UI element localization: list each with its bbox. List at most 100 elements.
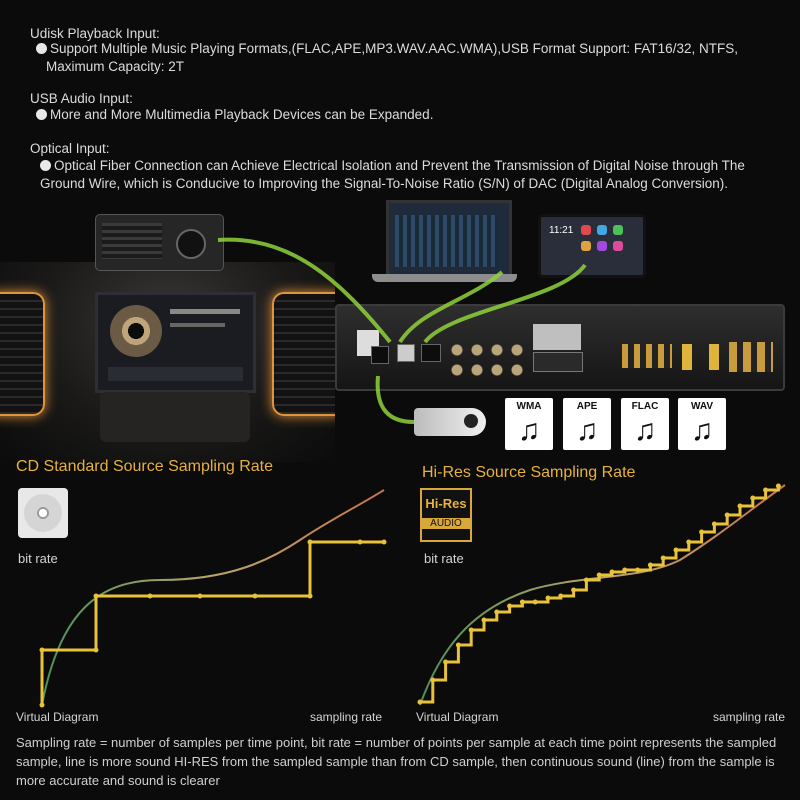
sample-point xyxy=(558,593,564,599)
cd-xlabel: sampling rate xyxy=(310,710,383,724)
hires-ylabel: bit rate xyxy=(424,551,464,566)
speaker-terminals xyxy=(622,344,672,368)
usb-audio-heading: USB Audio Input: xyxy=(30,91,133,106)
remote-display xyxy=(102,223,162,259)
sample-point xyxy=(673,547,679,553)
sample-point xyxy=(737,503,743,509)
format-label: WAV xyxy=(690,401,714,412)
music-note-icon: ♫ xyxy=(690,414,714,447)
sample-point xyxy=(532,599,538,605)
sample-point xyxy=(647,562,653,568)
format-icon-flac: FLAC ♫ xyxy=(621,398,669,450)
sample-step-line xyxy=(420,486,780,704)
usb-flash-drive-image xyxy=(414,408,486,436)
sample-point xyxy=(596,572,602,578)
music-note-icon: ♫ xyxy=(633,414,657,447)
power-terminals xyxy=(729,342,773,372)
cd-sample-steps xyxy=(39,539,387,708)
usb-audio-line1: More and More Multimedia Playback Device… xyxy=(50,107,434,122)
sample-point xyxy=(481,617,487,623)
sample-point xyxy=(39,702,45,708)
bullet-icon xyxy=(36,43,47,54)
hires-logo-line2: AUDIO xyxy=(422,518,470,529)
app-icon xyxy=(581,241,591,251)
sample-point xyxy=(417,699,423,705)
hi-res-audio-icon: Hi-Res AUDIO xyxy=(420,488,472,542)
sample-point xyxy=(430,677,436,683)
app-icon xyxy=(597,225,607,235)
amplifier-image xyxy=(335,304,785,391)
sample-point xyxy=(583,577,589,583)
footer-text: Sampling rate = number of samples per ti… xyxy=(16,733,786,790)
left-air-vent xyxy=(0,292,45,416)
app-icon xyxy=(581,225,591,235)
format-icon-wav: WAV ♫ xyxy=(678,398,726,450)
udisk-bullet: Support Multiple Music Playing Formats,(… xyxy=(36,40,738,58)
optical-port xyxy=(421,344,441,362)
sample-point xyxy=(545,595,551,601)
hires-sample-steps xyxy=(417,483,781,705)
footer-line2: sample, line is more sound HI-RES from t… xyxy=(16,754,775,769)
sampling-diagrams xyxy=(39,483,786,708)
tablet-image: 11:21 xyxy=(538,214,646,278)
sample-point xyxy=(147,593,153,599)
usb-audio-bullet: More and More Multimedia Playback Device… xyxy=(36,106,433,124)
sample-point xyxy=(724,512,730,518)
sample-point xyxy=(571,587,577,593)
car-dashboard-image xyxy=(0,262,335,462)
sample-point xyxy=(622,567,628,573)
sample-step-line xyxy=(40,540,384,705)
hires-analog-curve xyxy=(419,484,786,706)
sample-point xyxy=(252,593,258,599)
format-label: WMA xyxy=(516,401,542,412)
bullet-icon xyxy=(40,160,51,171)
sample-point xyxy=(443,659,449,665)
sample-point xyxy=(381,539,387,545)
cable-laptop xyxy=(398,270,504,344)
sample-point xyxy=(93,593,99,599)
cd-disc-icon xyxy=(18,488,68,538)
udisk-heading: Udisk Playback Input: xyxy=(30,26,160,41)
track-artist-line xyxy=(170,323,225,327)
sample-point xyxy=(660,555,666,561)
sample-point xyxy=(39,647,45,653)
optical-bullet: Optical Fiber Connection can Achieve Ele… xyxy=(40,157,745,175)
sample-point xyxy=(307,593,313,599)
sample-point xyxy=(750,495,756,501)
fuse xyxy=(709,344,719,370)
footer-line3: more accurate and sound is clearer xyxy=(16,773,220,788)
cd-analog-curve xyxy=(41,489,385,706)
sample-point xyxy=(763,487,769,493)
sample-point xyxy=(468,627,474,633)
channel-label-plate xyxy=(533,324,581,350)
sample-point xyxy=(686,539,692,545)
app-icon xyxy=(597,241,607,251)
cable-remote xyxy=(217,237,392,344)
sample-point xyxy=(494,609,500,615)
music-note-icon: ♫ xyxy=(575,414,599,447)
sample-point xyxy=(507,603,513,609)
bullet-icon xyxy=(36,109,47,120)
sample-point xyxy=(307,539,313,545)
sample-point xyxy=(197,593,203,599)
volume-knob-icon xyxy=(176,229,206,259)
sample-point xyxy=(775,483,781,489)
sample-point xyxy=(93,647,99,653)
keyring-hole xyxy=(464,414,478,428)
app-icon xyxy=(613,241,623,251)
cd-ylabel: bit rate xyxy=(18,551,58,566)
format-label: FLAC xyxy=(631,401,659,412)
hires-xlabel: sampling rate xyxy=(713,710,786,724)
sample-point xyxy=(455,642,461,648)
sample-point xyxy=(635,567,641,573)
sample-point xyxy=(357,539,363,545)
sample-point xyxy=(699,529,705,535)
rca-jacks xyxy=(449,342,529,380)
format-icon-wma: WMA ♫ xyxy=(505,398,553,450)
album-disc-icon xyxy=(110,305,162,357)
connector-block xyxy=(533,352,583,372)
music-note-icon: ♫ xyxy=(517,414,541,447)
sample-point xyxy=(711,521,717,527)
optical-heading: Optical Input: xyxy=(30,141,110,156)
